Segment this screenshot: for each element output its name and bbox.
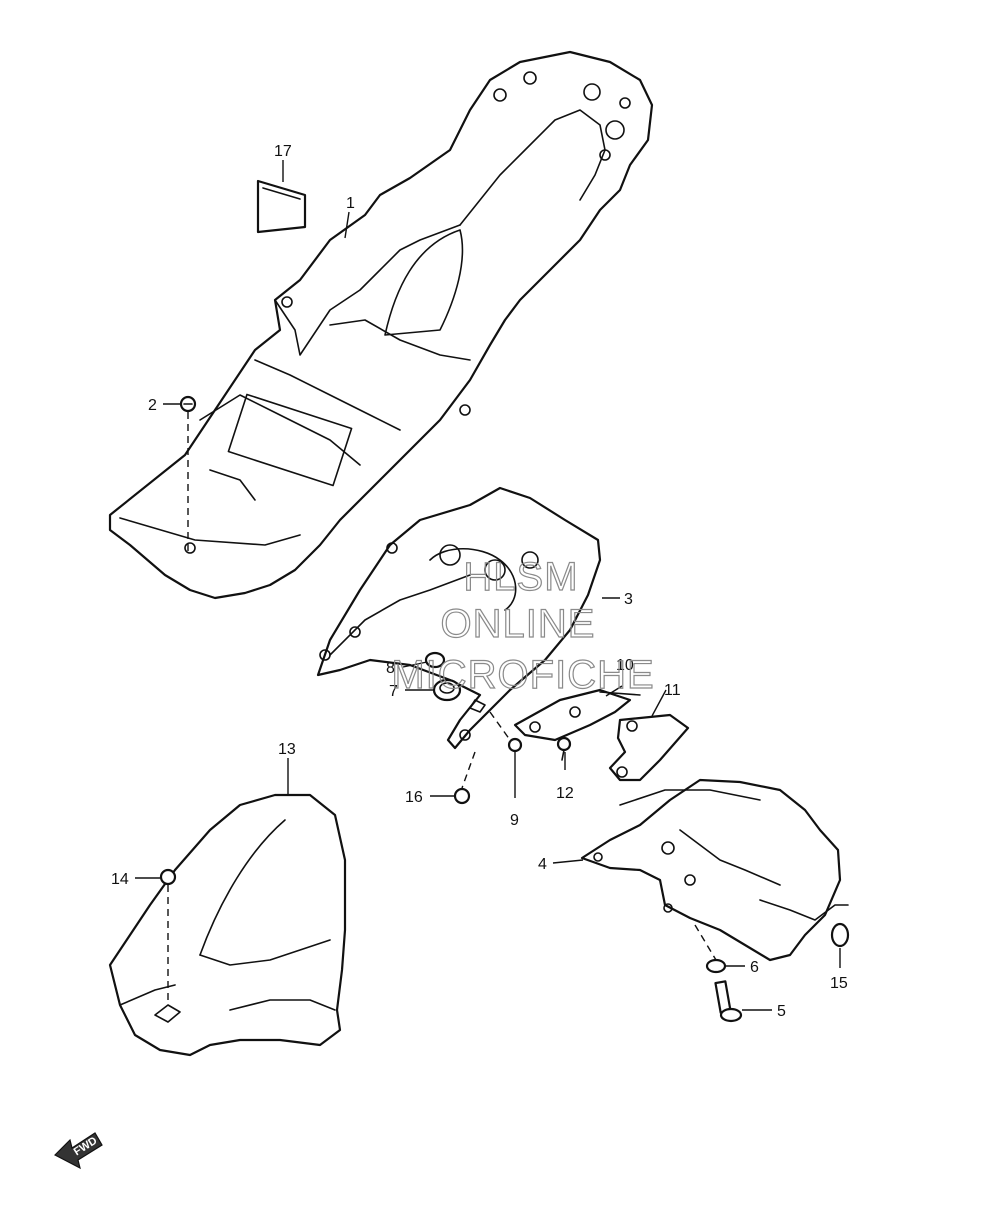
part-11-plate xyxy=(608,713,690,782)
part-1-rear-fender xyxy=(108,50,654,600)
callout-7: 7 xyxy=(389,683,398,700)
part-2-screw xyxy=(179,395,197,555)
callout-4: 4 xyxy=(538,856,547,873)
leader-lines xyxy=(135,160,841,1011)
callout-11: 11 xyxy=(664,682,681,699)
part-12-bolt xyxy=(556,736,572,761)
callout-9: 9 xyxy=(510,812,519,829)
callout-15: 15 xyxy=(830,975,848,992)
watermark-line-3: MICROFICHE xyxy=(391,653,654,697)
part-14-screw xyxy=(159,868,177,1000)
fwd-direction-arrow: FWD xyxy=(53,1132,103,1170)
callout-labels: 17 1 2 3 8 7 10 11 12 9 16 4 6 5 15 13 1… xyxy=(111,143,848,1020)
callout-8: 8 xyxy=(386,660,395,677)
callout-2: 2 xyxy=(148,397,157,414)
watermark: HLSM ONLINE MICROFICHE xyxy=(391,554,655,697)
callout-5: 5 xyxy=(777,1003,786,1020)
part-17-label xyxy=(256,179,307,234)
part-9-bolt xyxy=(489,711,523,753)
callout-16: 16 xyxy=(405,789,423,806)
part-8-grommet xyxy=(424,651,446,669)
callout-17: 17 xyxy=(274,143,292,160)
part-4-mudguard xyxy=(580,778,849,962)
watermark-line-1: HLSM xyxy=(463,555,578,599)
callout-12: 12 xyxy=(556,785,574,802)
part-10-bracket xyxy=(513,688,641,742)
part-6-washer xyxy=(694,924,727,974)
callout-14: 14 xyxy=(111,871,129,888)
part-13-front-fender xyxy=(108,793,347,1057)
callout-13: 13 xyxy=(278,741,296,758)
callout-3: 3 xyxy=(624,591,633,608)
callout-6: 6 xyxy=(750,959,759,976)
part-15-cushion xyxy=(830,922,850,948)
callout-10: 10 xyxy=(616,657,634,674)
part-16-screw xyxy=(453,751,476,805)
callout-1: 1 xyxy=(346,195,355,212)
part-5-bolt xyxy=(714,980,743,1023)
watermark-line-2: ONLINE xyxy=(441,602,596,646)
